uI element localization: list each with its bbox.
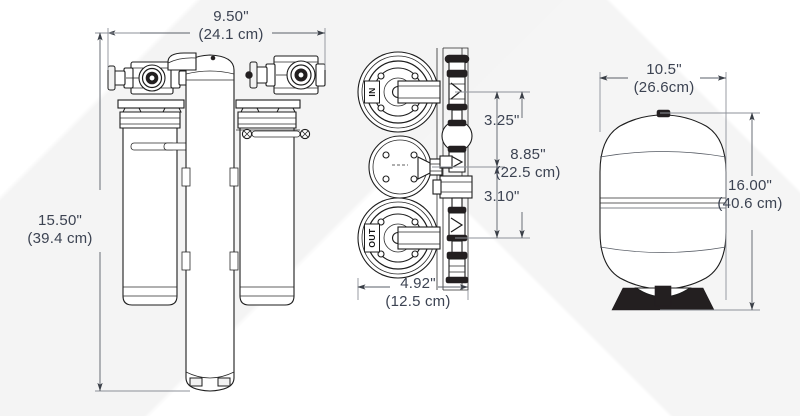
port-label-in: IN — [367, 87, 377, 96]
mounting-bracket — [236, 128, 311, 140]
canister-bottom: OUT — [357, 197, 441, 279]
dimension-label-manifold-lower-gap: 3.10" — [484, 188, 520, 205]
dimension-label-manifold-width: 4.92" (12.5 cm) — [385, 275, 451, 310]
prefilter-housing-right — [235, 99, 301, 306]
dimension-label-manifold-total-height: 8.85" (22.5 cm) — [495, 146, 561, 181]
left-filter-assembly — [107, 52, 326, 392]
dimension-label-tank-width: 10.5" (26.6cm) — [633, 61, 695, 96]
pressure-tank-assembly — [599, 109, 727, 311]
tank-air-valve — [656, 109, 671, 118]
port-label-out: OUT — [367, 228, 377, 248]
valve-head-right — [245, 55, 326, 95]
dimension-lines — [95, 28, 760, 392]
dimension-label-manifold-upper-gap: 3.25" — [484, 112, 520, 129]
membrane-housing-center — [167, 52, 239, 392]
dimension-label-filter-bank-height: 15.50" (39.4 cm) — [27, 212, 93, 247]
canister-top: IN — [357, 51, 441, 133]
prefilter-housing-left — [117, 99, 199, 306]
dimension-label-filter-bank-width: 9.50" (24.1 cm) — [198, 8, 264, 43]
center-manifold-assembly: IN — [357, 47, 473, 291]
dimension-label-tank-height: 16.00" (40.6 cm) — [717, 177, 783, 212]
canister-middle — [368, 135, 443, 199]
